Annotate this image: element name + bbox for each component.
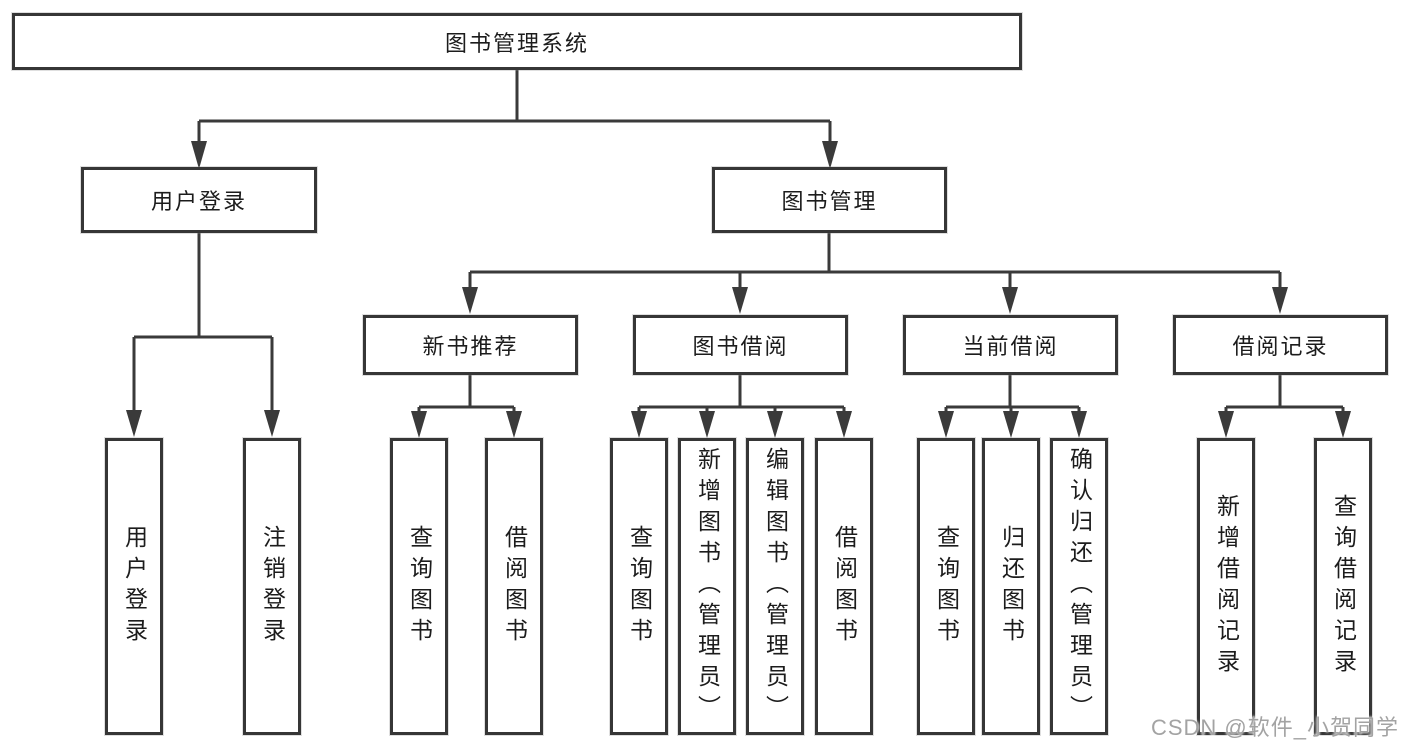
node-current-borrowing-label: 当前借阅: [962, 334, 1059, 359]
node-leaf-newbook-query-label: 查询图书: [406, 524, 433, 649]
node-book-borrowing-label: 图书借阅: [692, 334, 789, 359]
node-leaf-newbook-query: 查询图书: [390, 438, 448, 735]
node-current-borrowing: 当前借阅: [903, 315, 1118, 375]
node-leaf-borrow-query: 查询图书: [610, 438, 668, 735]
csdn-watermark: CSDN @软件_小贺同学: [1150, 715, 1399, 740]
node-leaf-logout-label: 注销登录: [259, 524, 286, 649]
node-borrowing-records: 借阅记录: [1173, 315, 1388, 375]
node-root: 图书管理系统: [12, 13, 1022, 70]
node-leaf-borrow-borrow: 借阅图书: [815, 438, 873, 735]
node-leaf-borrow-add-label: 新增图书（管理员）: [694, 447, 721, 726]
node-book-borrowing: 图书借阅: [633, 315, 848, 375]
node-new-book-recommend-label: 新书推荐: [422, 334, 519, 359]
node-leaf-current-return: 归还图书: [982, 438, 1040, 735]
node-leaf-borrow-edit: 编辑图书（管理员）: [746, 438, 804, 735]
node-leaf-borrow-edit-label: 编辑图书（管理员）: [762, 447, 789, 726]
node-leaf-current-return-label: 归还图书: [998, 524, 1025, 649]
node-leaf-newbook-borrow: 借阅图书: [485, 438, 543, 735]
node-leaf-current-query-label: 查询图书: [933, 524, 960, 649]
node-leaf-record-add-label: 新增借阅记录: [1213, 493, 1240, 680]
node-new-book-recommend: 新书推荐: [363, 315, 578, 375]
node-borrowing-records-label: 借阅记录: [1232, 334, 1329, 359]
node-leaf-logout: 注销登录: [243, 438, 301, 735]
node-book-management-label: 图书管理: [781, 189, 878, 214]
node-leaf-user-login: 用户登录: [105, 438, 163, 735]
node-leaf-current-confirm: 确认归还（管理员）: [1050, 438, 1108, 735]
node-leaf-record-query: 查询借阅记录: [1314, 438, 1372, 735]
node-leaf-borrow-add: 新增图书（管理员）: [678, 438, 736, 735]
node-root-label: 图书管理系统: [444, 30, 589, 56]
node-leaf-borrow-query-label: 查询图书: [626, 524, 653, 649]
node-user-login-label: 用户登录: [150, 189, 247, 214]
node-leaf-user-login-label: 用户登录: [121, 524, 148, 649]
node-book-management-branch: 图书管理: [712, 167, 947, 233]
node-leaf-record-add: 新增借阅记录: [1197, 438, 1255, 735]
node-leaf-current-query: 查询图书: [917, 438, 975, 735]
node-leaf-borrow-borrow-label: 借阅图书: [831, 524, 858, 649]
node-leaf-record-query-label: 查询借阅记录: [1330, 493, 1357, 680]
node-user-login-branch: 用户登录: [81, 167, 317, 233]
node-leaf-current-confirm-label: 确认归还（管理员）: [1066, 447, 1093, 726]
node-leaf-newbook-borrow-label: 借阅图书: [501, 524, 528, 649]
